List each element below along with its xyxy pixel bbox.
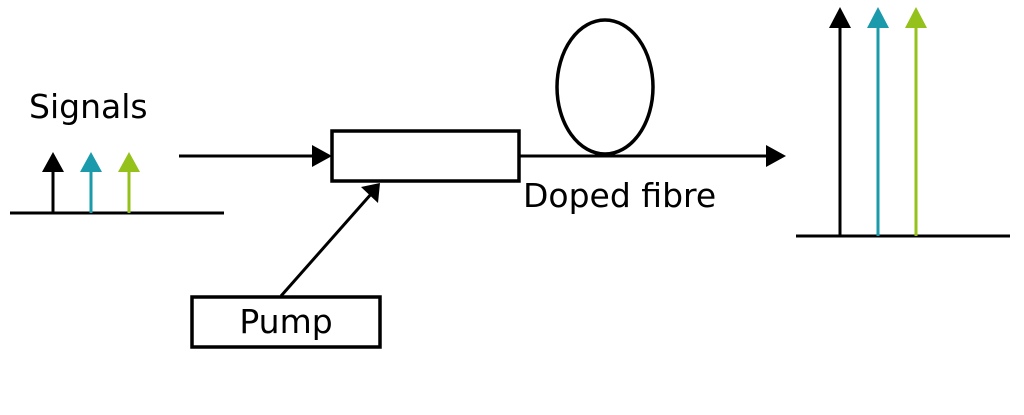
pump-label: Pump <box>239 302 332 341</box>
output-signal-teal-arrowhead-icon <box>867 7 889 28</box>
signals-label: Signals <box>29 87 148 126</box>
input-signal-teal-arrowhead-icon <box>80 152 102 172</box>
input-arrowhead-icon <box>312 145 332 167</box>
pump-arrow-shaft <box>279 192 374 297</box>
doped-fibre-label: Doped fibre <box>523 176 716 215</box>
fibre-coil-loop-icon <box>555 18 655 156</box>
input-signal-black-arrowhead-icon <box>42 152 64 172</box>
output-arrowhead-icon <box>766 145 786 167</box>
input-signal-green-arrowhead-icon <box>118 152 140 172</box>
pump-arrowhead-icon <box>361 183 380 203</box>
input-signal-arrows <box>42 152 140 213</box>
output-signal-arrows <box>829 7 927 236</box>
coupler-box <box>330 129 521 183</box>
pump-box <box>190 295 382 349</box>
output-signal-green-arrowhead-icon <box>905 7 927 28</box>
output-signal-black-arrowhead-icon <box>829 7 851 28</box>
